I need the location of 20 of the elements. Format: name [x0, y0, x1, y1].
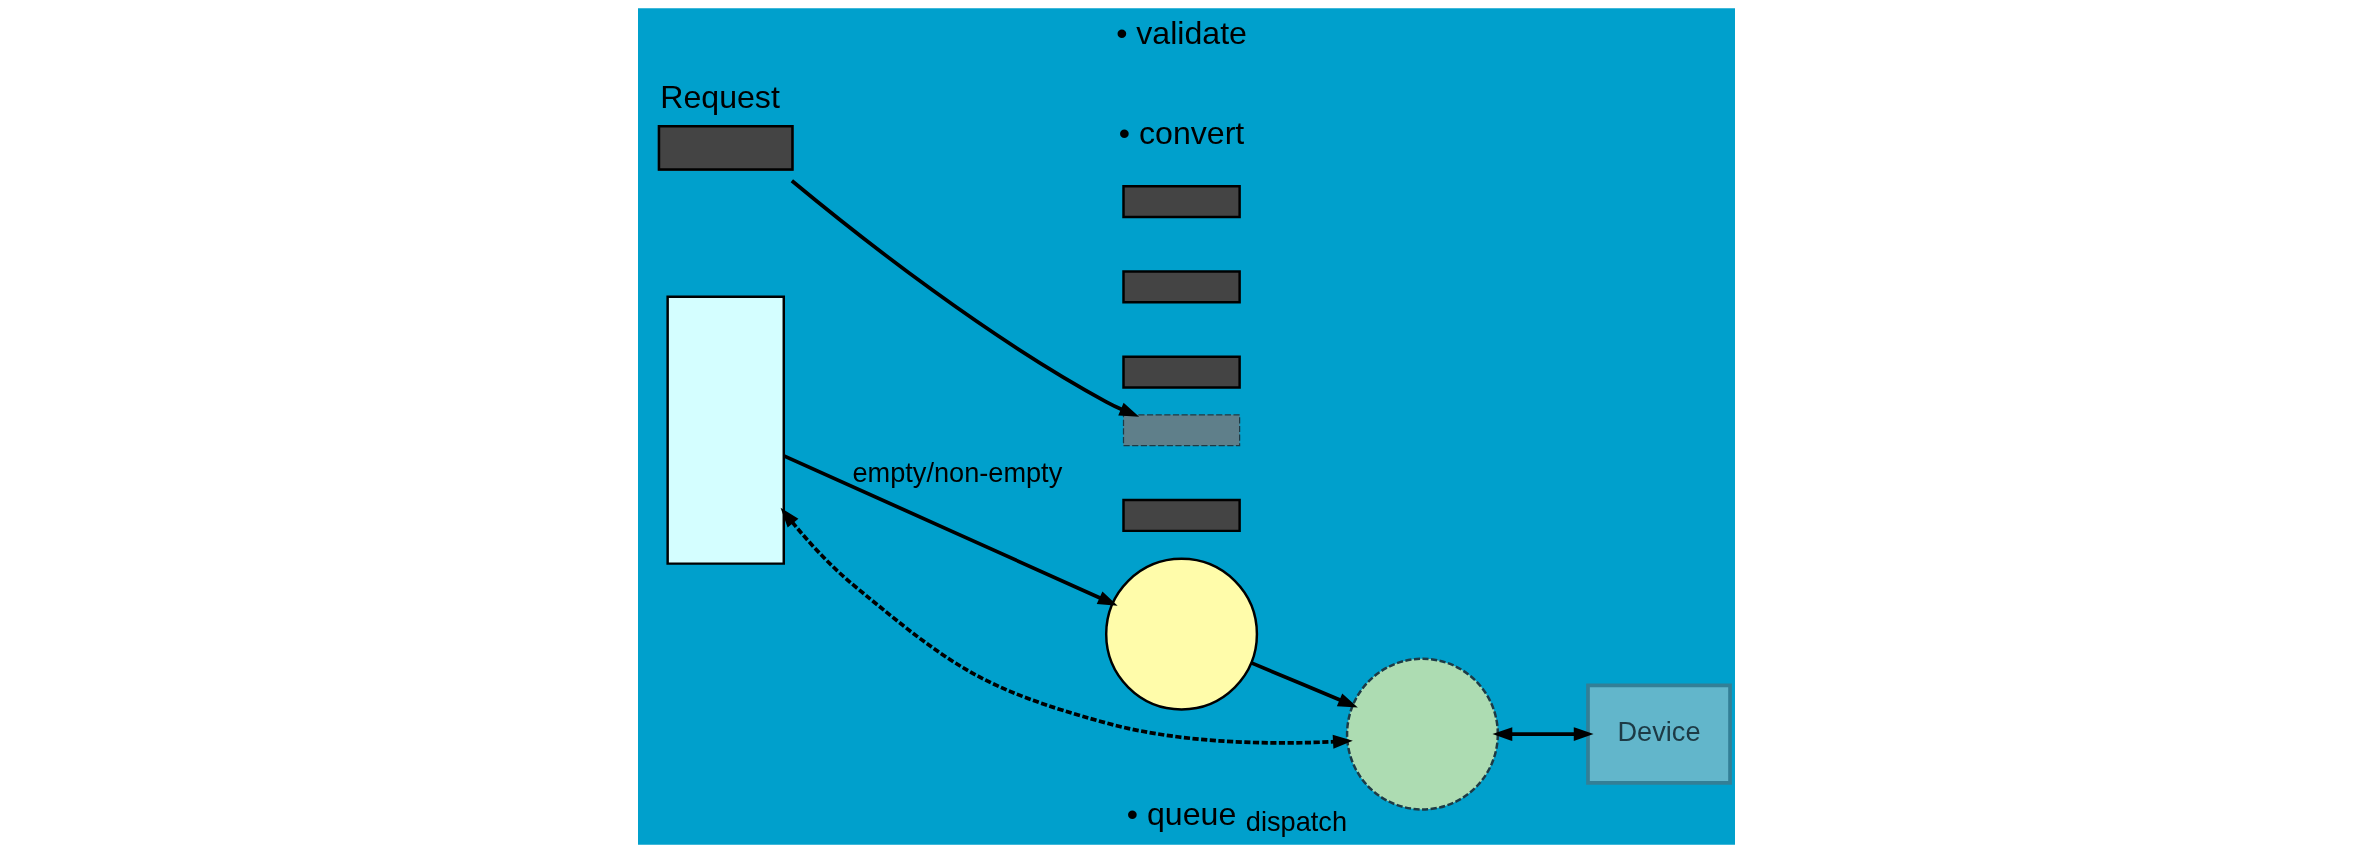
arrow: [780, 507, 1353, 749]
arrow: [1492, 727, 1594, 742]
edge-label: empty/non-empty: [852, 456, 1063, 488]
label: • convert: [1118, 114, 1245, 151]
node-label: dispatch: [1245, 806, 1348, 838]
label: • validate: [1116, 14, 1247, 51]
node-box: [1122, 185, 1241, 219]
node-box: [1122, 414, 1241, 447]
node-circle: [1345, 657, 1500, 811]
arrow: [783, 454, 1118, 606]
node-box: Device: [1586, 683, 1732, 785]
node-box: [666, 295, 785, 565]
arrow: [1250, 661, 1358, 708]
node-label: Request: [660, 78, 780, 115]
node-box: [1122, 270, 1241, 304]
label: • queue: [1126, 795, 1237, 832]
node-circle: [1104, 557, 1259, 711]
arrow: [790, 179, 1140, 417]
node-box: [1122, 355, 1241, 389]
node-box: [1122, 498, 1241, 533]
